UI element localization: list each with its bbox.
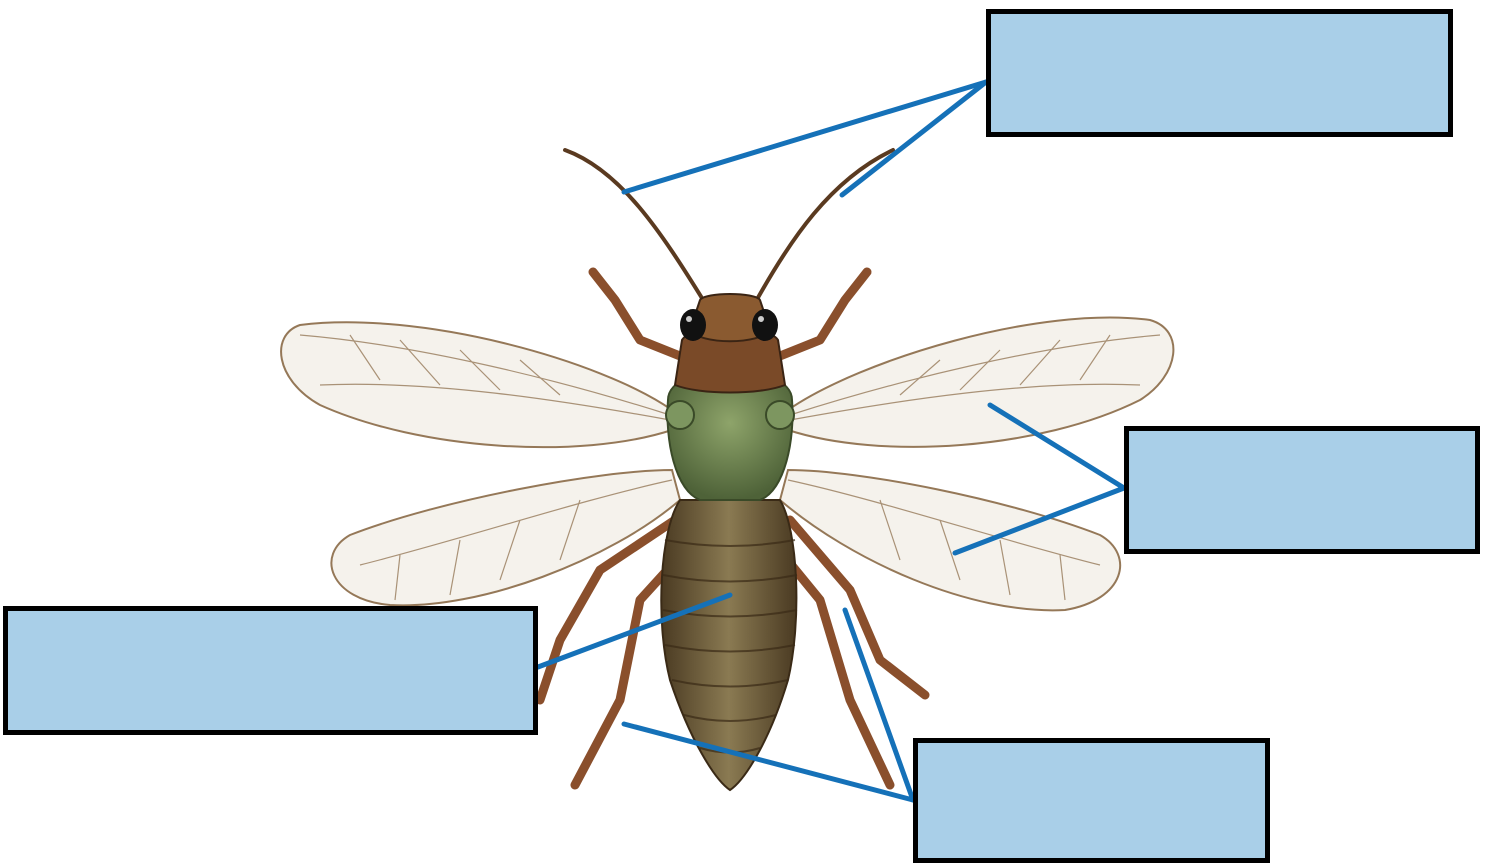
right-wing-base	[766, 401, 794, 429]
label-box-legs[interactable]	[913, 738, 1270, 863]
right-forewing	[788, 317, 1173, 446]
antennae	[565, 150, 893, 303]
right-eye-highlight	[758, 316, 764, 322]
leader-line-antenna-right	[842, 82, 986, 195]
right-eye	[752, 309, 778, 341]
left-wing-base	[666, 401, 694, 429]
leader-line-antenna-left	[624, 82, 986, 192]
label-box-wings[interactable]	[1124, 426, 1480, 554]
insect-body	[661, 294, 797, 790]
left-eye	[680, 309, 706, 341]
label-box-abdomen[interactable]	[3, 606, 538, 735]
right-hindwing	[780, 470, 1120, 610]
left-eye-highlight	[686, 316, 692, 322]
left-foreleg	[593, 272, 690, 360]
right-foreleg	[770, 272, 867, 360]
label-box-antennae[interactable]	[986, 9, 1453, 137]
